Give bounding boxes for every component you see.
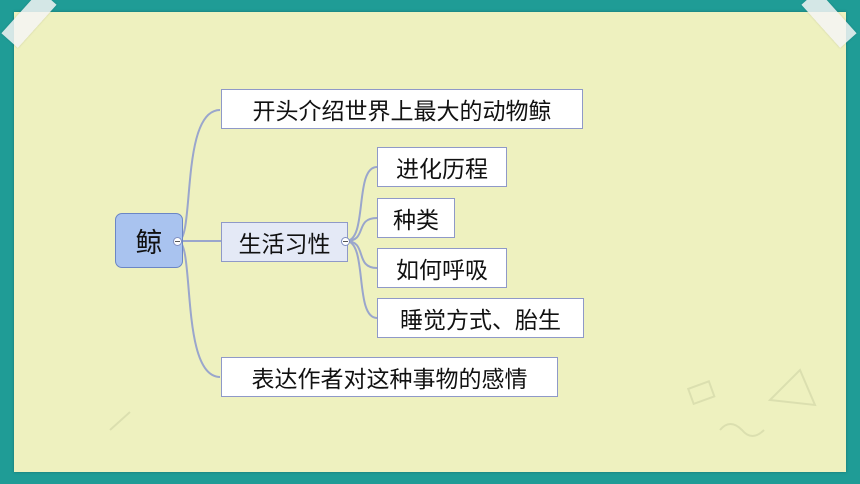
child-node-evolution[interactable]: 进化历程 (377, 147, 507, 187)
child-node-species[interactable]: 种类 (377, 198, 455, 238)
branch-node-intro[interactable]: 开头介绍世界上最大的动物鲸 (221, 89, 583, 129)
mindmap-root-node[interactable]: 鲸 (115, 213, 183, 268)
branch-node-habits[interactable]: 生活习性 (221, 222, 348, 262)
child-node-sleep-birth[interactable]: 睡觉方式、胎生 (377, 298, 584, 338)
collapse-toggle-root[interactable] (173, 237, 182, 246)
branch-node-emotion[interactable]: 表达作者对这种事物的感情 (221, 357, 558, 397)
child-node-breathing[interactable]: 如何呼吸 (377, 248, 507, 288)
collapse-toggle-habits[interactable] (341, 237, 350, 246)
